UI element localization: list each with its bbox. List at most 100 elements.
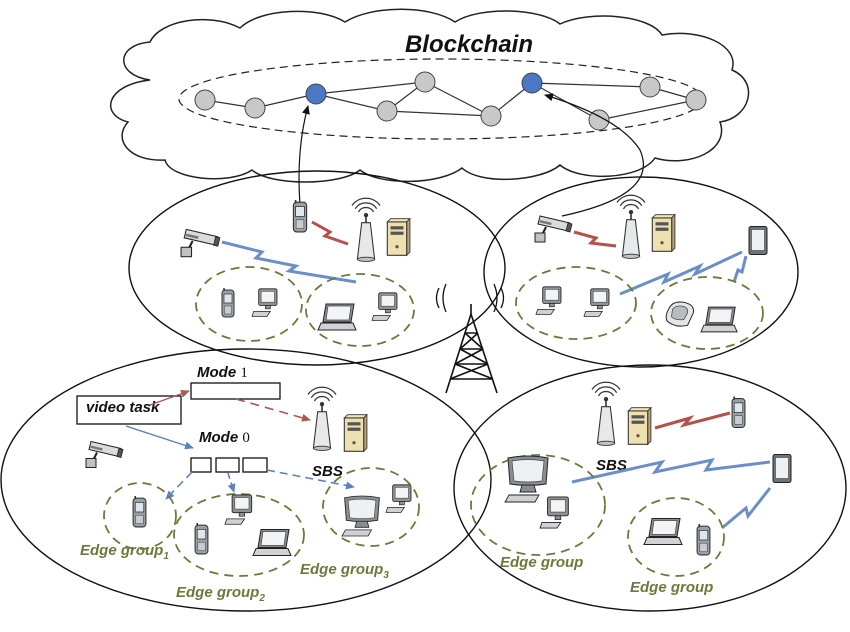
edge-group-name: Edge group [500,554,583,571]
mode-1-number: 1 [240,365,248,381]
laptop-icon [643,517,683,546]
edge-group-outline [305,273,415,347]
edge-group-outline [173,493,305,577]
edge-group-name: Edge group [300,561,383,578]
cell-bottom-right-devices: SBS Edge group Edge group [470,381,792,596]
chain-node [194,89,216,111]
server-icon [386,218,411,256]
phone-icon [221,287,235,318]
cell-boundaries [0,170,847,612]
edge-group-outline [650,276,764,350]
desktop-computer-icon [535,286,562,315]
sbs-label: SBS [596,457,627,474]
phone-icon [696,523,711,556]
chain-node [376,100,398,122]
server-icon [627,407,652,445]
subtask-box [242,457,268,473]
edge-group-label: Edge group [630,579,713,596]
desktop-computer-icon [539,496,569,529]
cell-top-left [128,170,506,366]
laptop-icon [252,528,292,557]
cell-top-left-devices [179,197,415,347]
base-station-icon [351,197,381,263]
mode-1-offload-arrow [235,398,311,422]
desktop-computer-icon [583,288,610,317]
edge-group-subscript: 2 [258,593,265,604]
tablet-icon [748,225,768,256]
cloud-icon [110,8,750,183]
upload-arrow-right [544,93,644,217]
flip-phone-icon [665,301,695,327]
chain-node [244,97,266,119]
cctv-camera-icon [533,214,574,244]
blue-wireless-link [221,240,357,284]
wireless-signal-icon [435,283,505,313]
desktop-computer-icon [224,494,253,525]
edge-group-label: Edge group [500,554,583,571]
red-wireless-link [654,411,731,430]
chain-node-highlight [521,72,543,94]
cell-tower-icon [445,304,498,394]
blockchain-cloud: Blockchain [110,8,750,183]
cell-bottom-left [0,348,492,612]
chain-node [685,89,707,111]
base-station-icon [307,386,337,452]
chain-node [588,109,610,131]
sbs-label: SBS [312,463,343,480]
tablet-icon [772,453,792,484]
cell-bottom-right [453,364,847,612]
red-wireless-link [311,220,349,246]
mode-0-number: 0 [242,430,250,446]
mode-1-arrow [149,389,190,406]
phone-icon [194,522,209,555]
edge-group-label: Edge group3 [300,561,389,581]
base-station-icon [591,381,621,447]
edge-group-outline [195,266,303,342]
desktop-computer-icon [385,484,412,513]
edge-group-name: Edge group [630,579,713,596]
mode-0-name: Mode [199,429,238,446]
phone-icon [132,495,147,528]
monitor-icon [504,455,549,503]
blue-wireless-link [732,255,748,283]
subtask-arrow-group1 [165,471,193,500]
desktop-computer-icon [251,288,278,317]
cell-top-right [483,176,799,368]
desktop-computer-icon [371,292,398,321]
monitor-icon [341,495,380,537]
cctv-camera-icon [84,440,125,469]
mode-1-box [190,382,281,400]
mode-0-label: Mode 0 [199,429,250,446]
edge-group-outline [103,482,177,550]
edge-group-label: Edge group1 [80,542,169,562]
laptop-icon [317,303,357,331]
server-icon [651,214,676,252]
red-wireless-link [573,230,617,248]
edge-group-outline [470,454,606,556]
edge-group-name: Edge group [176,584,259,601]
chain-node [414,71,436,93]
video-task-label: video task [86,399,160,416]
cell-top-right-devices [515,194,768,350]
blue-wireless-link [571,457,771,484]
chain-nodes [194,71,707,131]
laptop-icon [700,306,738,333]
server-icon [343,414,368,452]
phone-icon [731,395,746,429]
base-station-icon [616,194,646,260]
chain-node [480,105,502,127]
upload-arrow-left [298,105,310,206]
edge-group-subscript: 3 [383,570,389,581]
edge-group-name: Edge group [80,542,163,559]
cctv-camera-icon [179,228,222,258]
blue-wireless-link [721,487,772,530]
edge-group-outline [627,497,725,577]
edge-group-outline [322,467,420,547]
mode-1-label: Mode 1 [197,364,248,381]
subtask-arrow-group2 [227,472,236,493]
cell-bottom-left-devices: video task Mode 1 Mode 0 SBS Edge group1… [76,364,420,604]
subtask-box [215,457,240,473]
phone-icon [292,199,308,233]
chain-node [639,76,661,98]
